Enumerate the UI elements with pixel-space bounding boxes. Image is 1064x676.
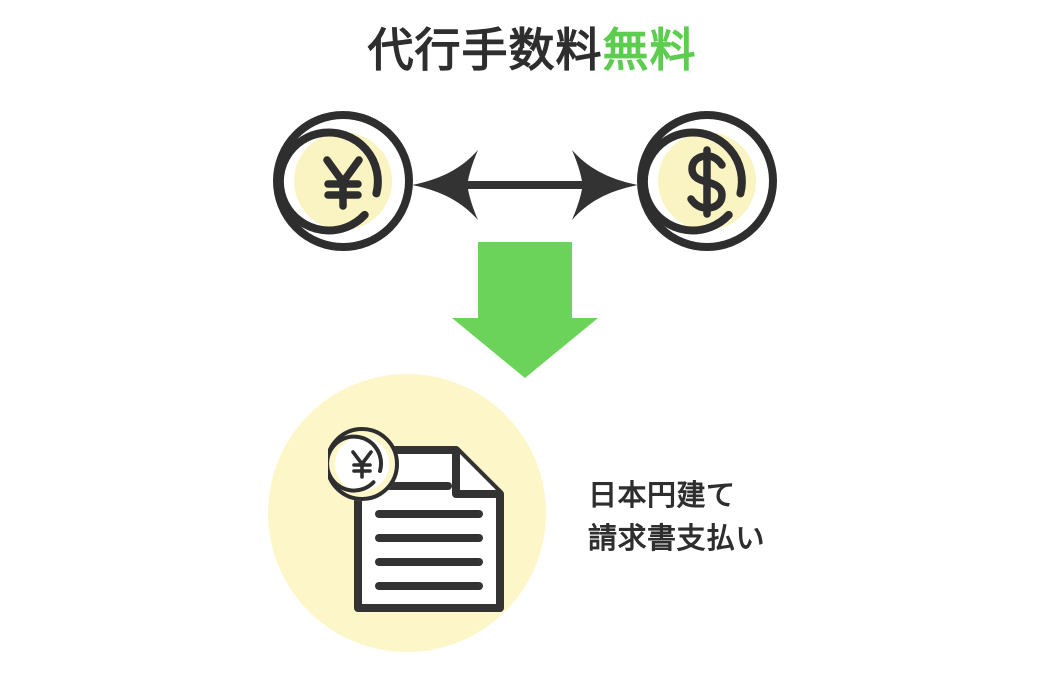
invoice-caption-line-1: 日本円建て bbox=[588, 478, 736, 512]
yen-coin-badge-icon bbox=[328, 427, 399, 501]
invoice-caption-line-2: 請求書支払い bbox=[588, 521, 766, 555]
currency-exchange-row bbox=[0, 108, 1064, 258]
down-arrow-icon bbox=[452, 242, 598, 378]
dollar-coin-icon bbox=[634, 108, 780, 254]
double-headed-arrow-icon bbox=[410, 148, 640, 222]
yen-coin-icon bbox=[270, 108, 416, 254]
page-title-primary: 代行手数料 bbox=[367, 23, 603, 77]
page-title: 代行手数料無料 bbox=[0, 22, 1064, 78]
document-icon bbox=[328, 424, 513, 614]
page-title-accent: 無料 bbox=[602, 23, 697, 77]
invoice-caption: 日本円建て 請求書支払い bbox=[588, 474, 908, 560]
invoice-illustration bbox=[268, 374, 548, 652]
